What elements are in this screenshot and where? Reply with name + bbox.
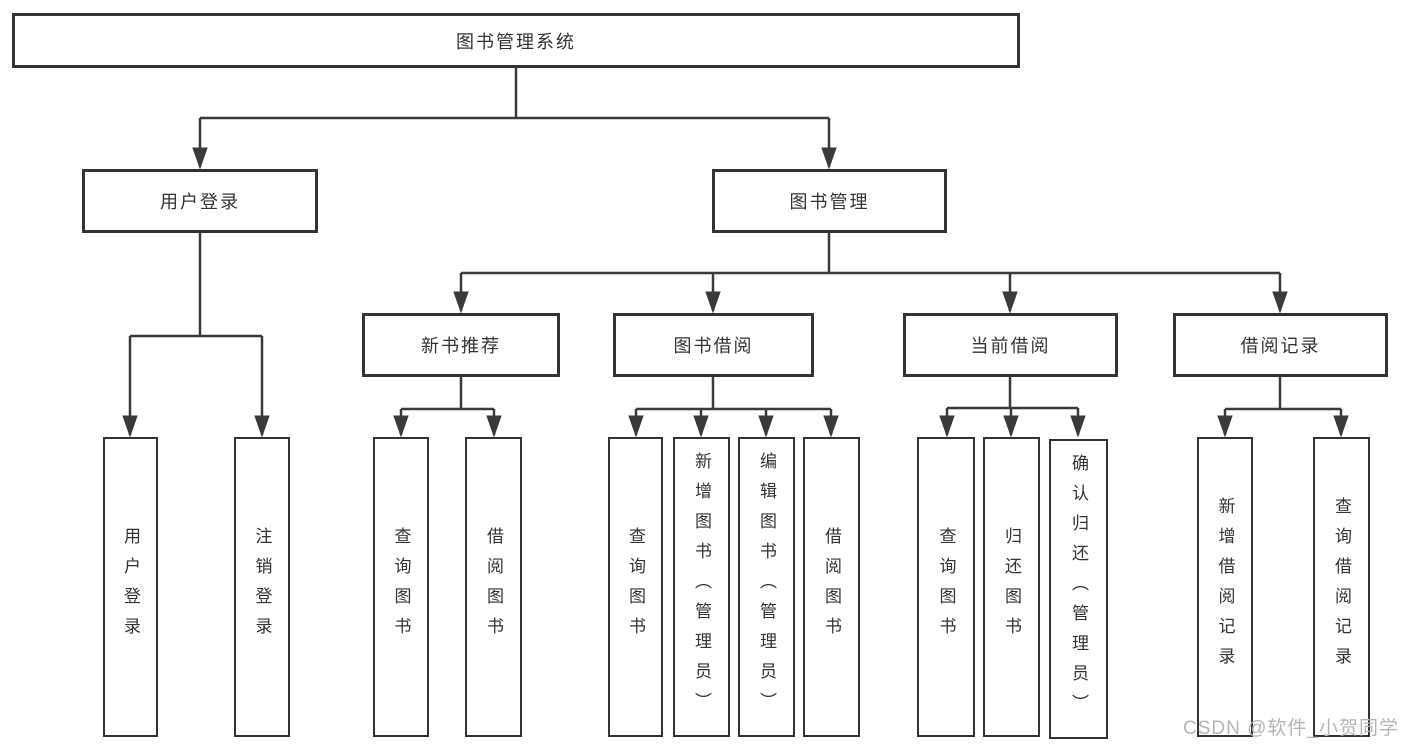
node-root: 图书管理系统	[12, 13, 1020, 68]
leaf-confirm-return-admin: 确认归还（管理员）	[1049, 439, 1108, 739]
node-current-borrow-label: 当前借阅	[970, 336, 1051, 356]
node-borrow-records-label: 借阅记录	[1240, 336, 1321, 356]
node-new-book-recommend-label: 新书推荐	[421, 336, 501, 356]
leaf-query-books-recommend-label: 查询图书	[391, 527, 411, 647]
leaf-user-login-label: 用户登录	[121, 527, 140, 647]
leaf-query-books-borrow-label: 查询图书	[626, 527, 645, 647]
node-book-borrow: 图书借阅	[613, 313, 814, 377]
node-user-login-label: 用户登录	[160, 192, 240, 212]
leaf-return-books-label: 归还图书	[1002, 527, 1021, 647]
leaf-query-books-current-label: 查询图书	[936, 527, 956, 647]
leaf-query-borrow-record-label: 查询借阅记录	[1332, 497, 1351, 677]
leaf-add-borrow-record: 新增借阅记录	[1197, 437, 1253, 737]
leaf-borrow-books-recommend: 借阅图书	[465, 437, 522, 737]
leaf-return-books: 归还图书	[983, 437, 1040, 737]
leaf-add-books-admin: 新增图书（管理员）	[673, 437, 730, 737]
node-current-borrow: 当前借阅	[903, 313, 1118, 377]
watermark: CSDN @软件_小贺同学	[1183, 718, 1399, 739]
node-new-book-recommend: 新书推荐	[362, 313, 560, 377]
leaf-query-borrow-record: 查询借阅记录	[1313, 437, 1370, 737]
leaf-user-login: 用户登录	[103, 437, 158, 737]
leaf-add-books-admin-label: 新增图书（管理员）	[692, 452, 711, 722]
node-book-borrow-label: 图书借阅	[673, 336, 754, 356]
node-user-login: 用户登录	[82, 169, 318, 233]
leaf-confirm-return-admin-label: 确认归还（管理员）	[1069, 454, 1088, 724]
leaf-logout: 注销登录	[234, 437, 290, 737]
node-book-management: 图书管理	[712, 169, 947, 233]
leaf-borrow-books: 借阅图书	[803, 437, 860, 737]
leaf-borrow-books-label: 借阅图书	[822, 527, 841, 647]
connector-skeleton	[130, 68, 1341, 411]
leaf-query-books-current: 查询图书	[917, 437, 975, 737]
leaf-logout-label: 注销登录	[252, 527, 272, 647]
leaf-query-books-recommend: 查询图书	[373, 437, 429, 737]
leaf-borrow-books-recommend-label: 借阅图书	[484, 527, 503, 647]
leaf-add-borrow-record-label: 新增借阅记录	[1215, 497, 1235, 677]
leaf-edit-books-admin-label: 编辑图书（管理员）	[757, 452, 776, 722]
leaf-edit-books-admin: 编辑图书（管理员）	[738, 437, 795, 737]
node-book-management-label: 图书管理	[789, 192, 870, 212]
leaf-query-books-borrow: 查询图书	[608, 437, 663, 737]
node-borrow-records: 借阅记录	[1173, 313, 1388, 377]
node-root-label: 图书管理系统	[456, 31, 576, 52]
